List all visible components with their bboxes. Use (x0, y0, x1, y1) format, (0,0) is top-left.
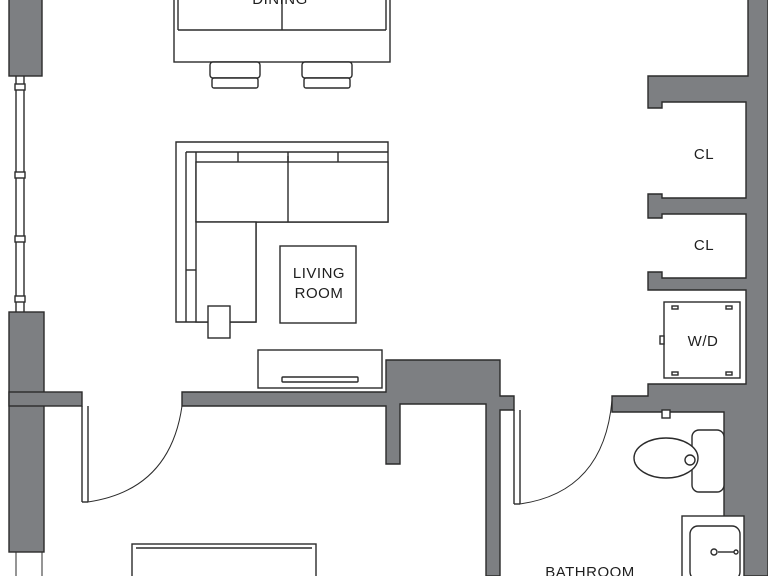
coffee-table (279, 245, 357, 324)
right-exterior-wall (611, 0, 768, 576)
room-label-bathroom: BATHROOM (545, 564, 635, 576)
room-label-closet-top: CL (694, 146, 714, 163)
toilet (633, 409, 725, 493)
room-label-living-line2: ROOM (295, 285, 344, 302)
vanity-sink (681, 515, 745, 576)
dining-chair (301, 61, 353, 89)
bed (131, 543, 317, 576)
left-exterior-wall (8, 0, 83, 576)
window (14, 76, 26, 312)
bathroom-door (513, 399, 613, 505)
washer-dryer (659, 301, 741, 379)
sectional-sofa (175, 141, 389, 339)
room-label-washer-dryer: W/D (688, 333, 719, 350)
bedroom-door (81, 405, 183, 503)
interior-walls (181, 359, 515, 576)
dining-chair (209, 61, 261, 89)
dining-table (173, 0, 391, 63)
tv-console (257, 349, 383, 389)
room-label-living-line1: LIVING (293, 265, 345, 282)
room-label-closet-bottom: CL (694, 237, 714, 254)
room-label-dining: DINING (252, 0, 308, 8)
